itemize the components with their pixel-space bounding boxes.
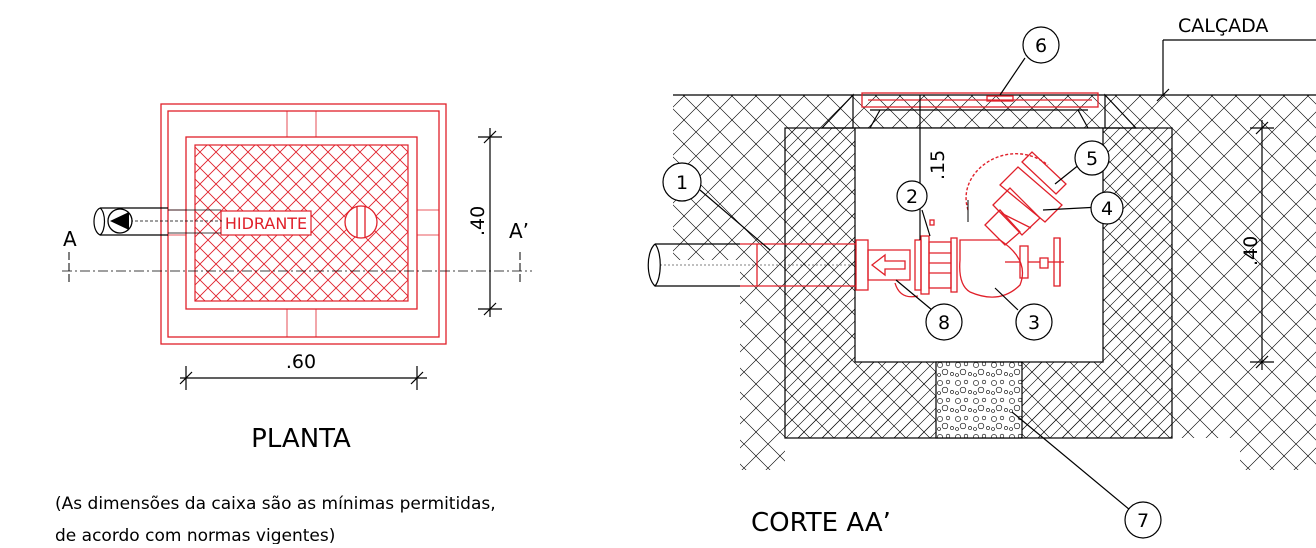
section-dim-top-label: .15 xyxy=(927,150,949,180)
plan-lid-frame xyxy=(185,136,418,310)
section-view: .15 .40 CALÇADA xyxy=(647,15,1316,539)
svg-text:1: 1 xyxy=(676,172,688,194)
plan-inlet-pipe xyxy=(93,207,222,236)
section-cap-chain xyxy=(965,151,1067,223)
plan-hydrant-label: HIDRANTE xyxy=(225,214,307,233)
svg-text:8: 8 xyxy=(938,312,950,334)
section-red-pipe xyxy=(740,239,869,291)
sidewalk-leader xyxy=(1156,39,1316,102)
section-frame-seats xyxy=(820,93,1138,129)
plan-note-line2: de acordo com normas vigentes) xyxy=(55,526,335,544)
plan-dim-height xyxy=(478,128,502,317)
section-dim-depth xyxy=(1250,120,1274,370)
section-label-a-prime: A’ xyxy=(509,219,529,243)
plan-title: PLANTA xyxy=(251,424,351,454)
section-label-a: A xyxy=(63,227,77,251)
plan-flow-symbol xyxy=(107,208,133,234)
svg-text:3: 3 xyxy=(1028,312,1040,334)
plan-inner-box xyxy=(167,110,440,338)
svg-text:6: 6 xyxy=(1035,35,1047,57)
section-title: CORTE AA’ xyxy=(751,508,891,538)
section-lid xyxy=(861,92,1099,108)
section-gravel-drain xyxy=(935,361,1023,439)
section-valve-body xyxy=(959,237,1064,298)
plan-dim-width xyxy=(179,366,427,390)
svg-text:2: 2 xyxy=(906,186,918,208)
plan-dim-width-label: .60 xyxy=(286,351,316,373)
svg-text:5: 5 xyxy=(1086,148,1098,170)
svg-text:7: 7 xyxy=(1137,510,1149,532)
callout-7: 7 xyxy=(1124,501,1162,539)
callout-6: 6 xyxy=(1022,26,1060,64)
plan-hydrant-label-box xyxy=(220,210,312,236)
plan-note-line1: (As dimensões da caixa são as mínimas pe… xyxy=(55,494,496,514)
section-chamber-interior xyxy=(854,127,1104,363)
callout-5: 5 xyxy=(1074,140,1110,176)
plan-view: HIDRANTE A A’ xyxy=(55,103,532,546)
callout-8: 8 xyxy=(925,303,963,341)
callout-4: 4 xyxy=(1090,191,1124,225)
plan-outer-box xyxy=(160,103,447,345)
plan-dim-height-label: .40 xyxy=(467,206,489,236)
callout-3: 3 xyxy=(1015,303,1053,341)
plan-valve-symbol xyxy=(344,205,378,239)
callout-1: 1 xyxy=(662,162,702,202)
svg-text:4: 4 xyxy=(1101,198,1113,220)
section-dim-depth-label: .40 xyxy=(1240,236,1262,266)
sidewalk-label: CALÇADA xyxy=(1178,15,1268,37)
callout-2: 2 xyxy=(896,180,928,212)
